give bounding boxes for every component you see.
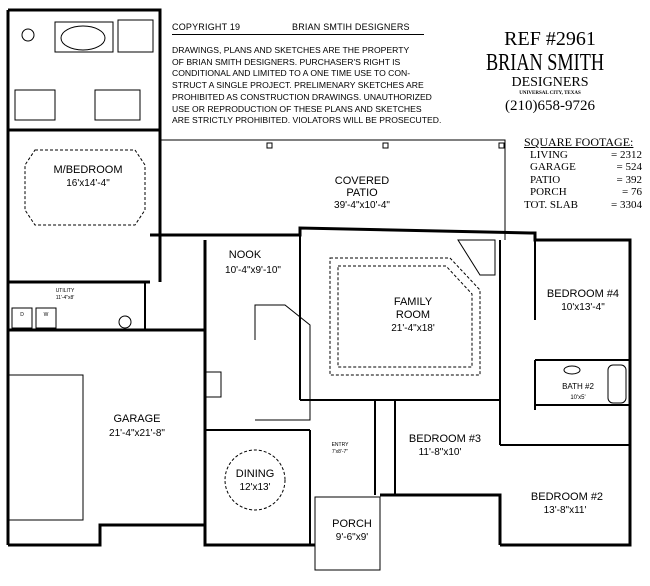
- garage-car-space: [7, 374, 84, 521]
- room-name: BEDROOM #3: [409, 433, 481, 445]
- dining-table: [224, 449, 286, 511]
- sqft-label: PORCH: [530, 186, 567, 198]
- sqft-value: = 76: [622, 186, 642, 198]
- kitchen-counter: [254, 304, 311, 421]
- disclaimer-line: CONDITIONAL AND LIMITED TO A ONE TIME US…: [172, 68, 411, 79]
- sqft-label: GARAGE: [530, 161, 576, 173]
- room-labels: M/BEDROOM 16'x14'-4" COVERED PATIO 39'-4…: [20, 164, 619, 543]
- bathtub-icon: [607, 364, 627, 404]
- sqft-row: LIVING = 2312: [524, 149, 642, 162]
- porch-outline: [314, 496, 381, 571]
- room-name: BATH #2: [562, 382, 594, 391]
- water-heater-icon: [118, 315, 132, 329]
- washer: [35, 307, 57, 329]
- master-bath-fixtures: [14, 19, 154, 121]
- sqft-value: = 2312: [611, 148, 642, 161]
- room-dim: 39'-4"x10'-4": [334, 200, 390, 211]
- brand-city: UNIVERSAL CITY, TEXAS: [519, 91, 581, 96]
- sqft-row: PATIO = 392: [524, 174, 642, 187]
- copyright-line: COPYRIGHT 19 BRIAN SMTIH DESIGNERS: [172, 22, 424, 35]
- brand-name: BRIAN SMITH: [485, 50, 605, 76]
- square-footage-table: SQUARE FOOTAGE: LIVING = 2312 GARAGE = 524…: [524, 136, 642, 211]
- patio-post: [382, 142, 389, 149]
- disclaimer-line: OF BRIAN SMITH DESIGNERS. PURCHASER'S RI…: [172, 56, 401, 67]
- copyright-text: COPYRIGHT 19: [172, 22, 241, 32]
- family-ceiling-inner: [337, 265, 473, 368]
- square-footage-title: SQUARE FOOTAGE:: [524, 135, 634, 149]
- sqft-value: = 524: [616, 161, 642, 173]
- room-name: BEDROOM #4: [547, 288, 619, 300]
- family-ceiling-outline: [329, 257, 481, 376]
- disclaimer-line: PROHIBITED AS CONSTRUCTION DRAWINGS. UNA…: [172, 91, 432, 102]
- washer-label: W: [44, 312, 49, 318]
- room-name: UTILITY: [56, 288, 75, 294]
- room-name: BEDROOM #2: [531, 491, 603, 503]
- room-name: PATIO: [346, 187, 378, 199]
- room-name: DINING: [236, 468, 275, 480]
- brand-phone: (210)658-9726: [505, 98, 595, 114]
- room-name: COVERED: [335, 175, 389, 187]
- room-dim: 7'x8'-7": [332, 449, 348, 455]
- room-dim: 9'-6"x9': [336, 532, 368, 543]
- room-name: PORCH: [332, 518, 372, 530]
- disclaimer-line: STRUCT A SINGLE PROJECT. PRELIMENARY SKE…: [172, 80, 424, 91]
- room-dim: 10'-4"x9'-10": [225, 265, 281, 276]
- disclaimer-line: DRAWINGS, PLANS AND SKETCHES ARE THE PRO…: [172, 45, 410, 55]
- brand-subtitle: DESIGNERS: [511, 75, 589, 90]
- sqft-label: PATIO: [530, 173, 561, 186]
- patio-post: [266, 142, 273, 149]
- room-name: FAMILY: [394, 296, 433, 308]
- sqft-value: = 392: [616, 173, 642, 186]
- sqft-label: TOT. SLAB: [524, 198, 578, 211]
- sqft-label: LIVING: [530, 148, 568, 161]
- room-dim: 10'x5': [570, 395, 585, 401]
- room-name: ROOM: [396, 309, 430, 321]
- sqft-value: = 3304: [611, 198, 642, 211]
- room-dim: 11'-8"x10': [419, 447, 462, 458]
- dryer-label: D: [20, 312, 24, 318]
- company-line: BRIAN SMTIH DESIGNERS: [292, 22, 410, 32]
- room-name: M/BEDROOM: [53, 164, 122, 176]
- sqft-row-total: TOT. SLAB = 3304: [524, 199, 642, 212]
- room-dim: 16'x14'-4": [66, 178, 110, 189]
- disclaimer-line: ARE STRICTLY PROHIBITED. VIOLATORS WILL …: [172, 115, 442, 126]
- cooktop-icon: [205, 371, 222, 398]
- master-ceiling-outline: [24, 149, 146, 226]
- room-name: ENTRY: [332, 442, 350, 448]
- dryer: [11, 307, 33, 329]
- patio-post: [498, 142, 505, 149]
- room-dim: 13'-8"x11': [544, 505, 587, 516]
- disclaimer-line: USE OR REPRODUCTION OF THESE PLANS AND S…: [172, 103, 422, 114]
- room-name: GARAGE: [113, 413, 160, 425]
- disclaimer: DRAWINGS, PLANS AND SKETCHES ARE THE PRO…: [172, 45, 472, 127]
- sink-icon: [563, 365, 581, 375]
- room-dim: 21'-4"x18': [391, 323, 435, 334]
- room-name: NOOK: [229, 249, 262, 261]
- sqft-row: PORCH = 76: [524, 186, 642, 199]
- room-dim: 10'x13'-4": [561, 302, 605, 313]
- patio-outline: [160, 139, 506, 240]
- sqft-row: GARAGE = 524: [524, 161, 642, 174]
- room-dim: 21'-4"x21'-8": [109, 428, 165, 439]
- room-dim: 12'x13': [239, 482, 270, 493]
- exterior-walls: [8, 226, 632, 547]
- fireplace-icon: [457, 239, 496, 276]
- room-dim: 11'-4"x8': [56, 295, 75, 301]
- master-suite-walls: [6, 8, 162, 545]
- reference-number: REF #2961: [504, 28, 596, 50]
